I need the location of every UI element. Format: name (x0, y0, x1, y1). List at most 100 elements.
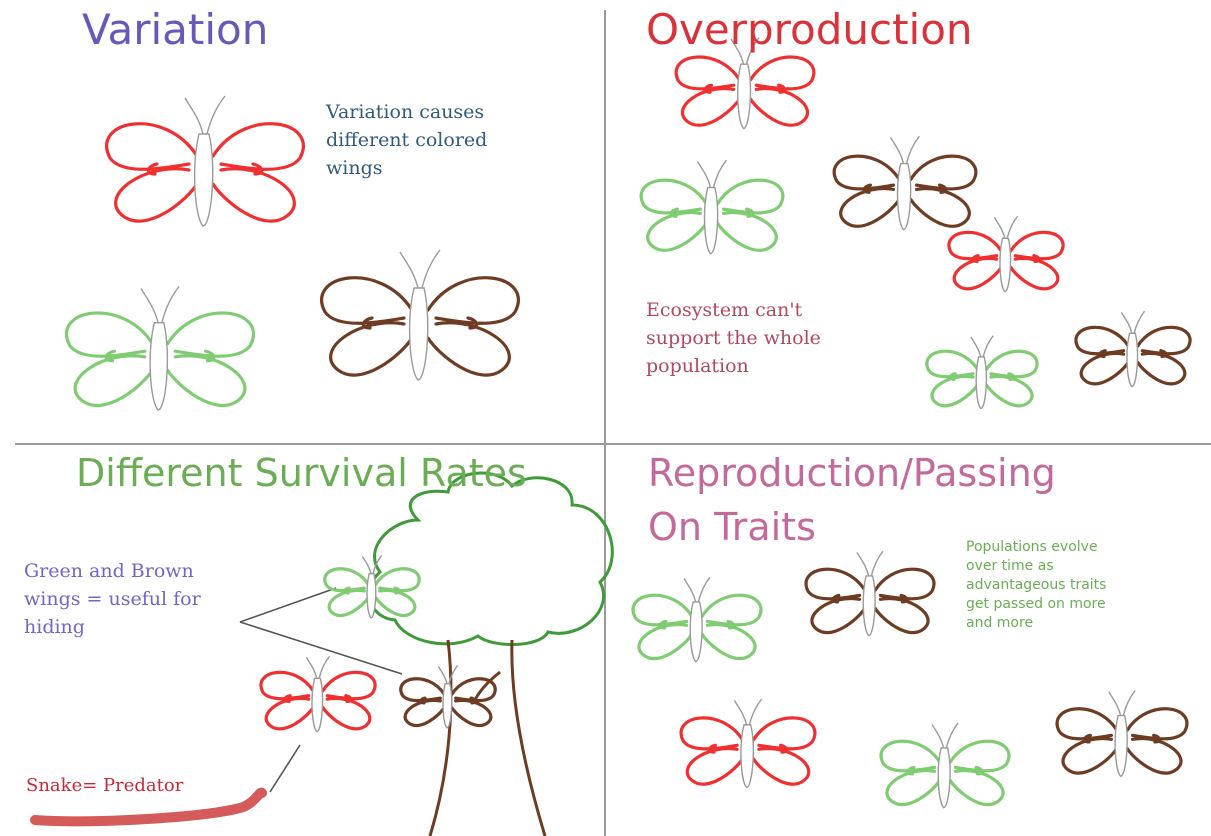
butterfly-antennae (1120, 310, 1146, 334)
butterfly-wings (925, 349, 1039, 408)
butterfly-body (737, 63, 752, 130)
variation-note: Variation causes different colored wings (326, 98, 487, 182)
tree-icon (367, 471, 614, 836)
butterfly-wings (399, 677, 497, 727)
survival-rates-title: Different Survival Rates (76, 451, 527, 495)
pointer-arrows (239, 587, 403, 793)
arrow-snake-to-red-butterfly (269, 744, 301, 793)
reproduction-title: Reproduction/Passing (648, 451, 1056, 495)
butterfly-body (975, 356, 988, 410)
butterfly-antennae (890, 135, 920, 164)
butterfly-body (1126, 332, 1139, 388)
note-line: hiding (24, 616, 85, 638)
butterfly-icon (879, 722, 1011, 809)
butterfly-icon (105, 95, 305, 227)
butterfly-body (1114, 714, 1128, 777)
butterfly-body (999, 237, 1012, 293)
snake-body (30, 787, 267, 827)
butterfly-icon (399, 665, 497, 729)
butterfly-body (740, 724, 754, 789)
butterfly-icon (639, 159, 785, 255)
butterfly-wings (320, 276, 520, 377)
butterfly-body (311, 677, 324, 733)
butterfly-body (703, 186, 719, 255)
butterfly-icon (1074, 310, 1192, 388)
butterfly-wings (832, 154, 978, 228)
butterfly-icon (65, 286, 255, 411)
butterfly-icon (631, 576, 763, 663)
butterfly-body (149, 322, 169, 411)
note-line: wings (326, 157, 383, 179)
butterfly-group (65, 37, 1192, 809)
quadrant-dividers (15, 10, 1211, 836)
butterfly-body (689, 601, 703, 663)
butterfly-wings (65, 311, 255, 408)
butterfly-antennae (993, 215, 1019, 239)
arrow-to-brown-butterfly (239, 621, 403, 675)
variation-title: Variation (82, 5, 269, 54)
butterfly-antennae (730, 37, 760, 65)
butterfly-icon (832, 135, 978, 231)
butterfly-antennae (140, 286, 180, 323)
note-line: over time as (966, 558, 1054, 574)
butterfly-wings (804, 567, 936, 635)
note-line: population (646, 355, 749, 377)
butterfly-antennae (184, 95, 226, 135)
butterfly-antennae (970, 335, 994, 358)
butterfly-icon (1055, 690, 1189, 777)
note-line: support the whole (646, 327, 821, 349)
butterfly-icon (259, 655, 377, 733)
butterfly-icon (320, 249, 520, 381)
arrow-to-green-butterfly (239, 587, 337, 623)
butterfly-wings (674, 55, 816, 127)
butterfly-body (442, 682, 453, 729)
butterfly-wings (105, 122, 305, 223)
butterfly-antennae (305, 655, 331, 679)
butterfly-icon (674, 37, 816, 130)
predator-label: Snake= Predator (26, 775, 184, 796)
butterfly-antennae (683, 576, 711, 603)
note-line: get passed on more (966, 596, 1106, 612)
butterfly-wings (639, 178, 785, 252)
note-line: advantageous traits (966, 577, 1107, 593)
butterfly-antennae (361, 555, 383, 574)
note-line: wings = useful for (24, 588, 201, 610)
butterfly-icon (323, 555, 421, 619)
butterfly-body (937, 747, 951, 809)
note-line: Variation causes (326, 101, 485, 123)
note-line: different colored (326, 129, 488, 151)
butterfly-wings (1074, 325, 1192, 386)
butterfly-body (896, 162, 912, 231)
butterfly-wings (631, 593, 763, 661)
butterfly-antennae (1108, 690, 1136, 716)
butterfly-antennae (931, 722, 959, 749)
snake-icon (30, 787, 267, 827)
reproduction-note: Populations evolve over time as advantag… (966, 538, 1106, 633)
butterfly-icon (804, 550, 936, 637)
butterfly-body (862, 575, 876, 637)
butterfly-body (193, 133, 214, 227)
note-line: and more (966, 615, 1034, 631)
butterfly-wings (679, 716, 817, 786)
note-line: Green and Brown (24, 560, 194, 582)
overproduction-note: Ecosystem can't support the whole popula… (646, 296, 821, 380)
butterfly-antennae (697, 159, 727, 188)
butterfly-wings (1055, 707, 1189, 775)
tree-canopy (367, 471, 614, 646)
butterfly-wings (879, 739, 1011, 807)
tree-trunk (428, 639, 547, 836)
butterfly-icon (925, 335, 1039, 410)
butterfly-antennae (856, 550, 884, 577)
butterfly-antennae (437, 665, 459, 684)
butterfly-icon (679, 698, 817, 789)
note-line: Populations evolve (966, 539, 1098, 555)
butterfly-wings (947, 230, 1065, 291)
reproduction-title-line2: On Traits (648, 505, 816, 549)
butterfly-body (366, 572, 377, 619)
overproduction-title: Overproduction (646, 5, 973, 54)
butterfly-icon (947, 215, 1065, 293)
butterfly-body (408, 287, 429, 381)
survival-note: Green and Brown wings = useful for hidin… (24, 557, 201, 641)
